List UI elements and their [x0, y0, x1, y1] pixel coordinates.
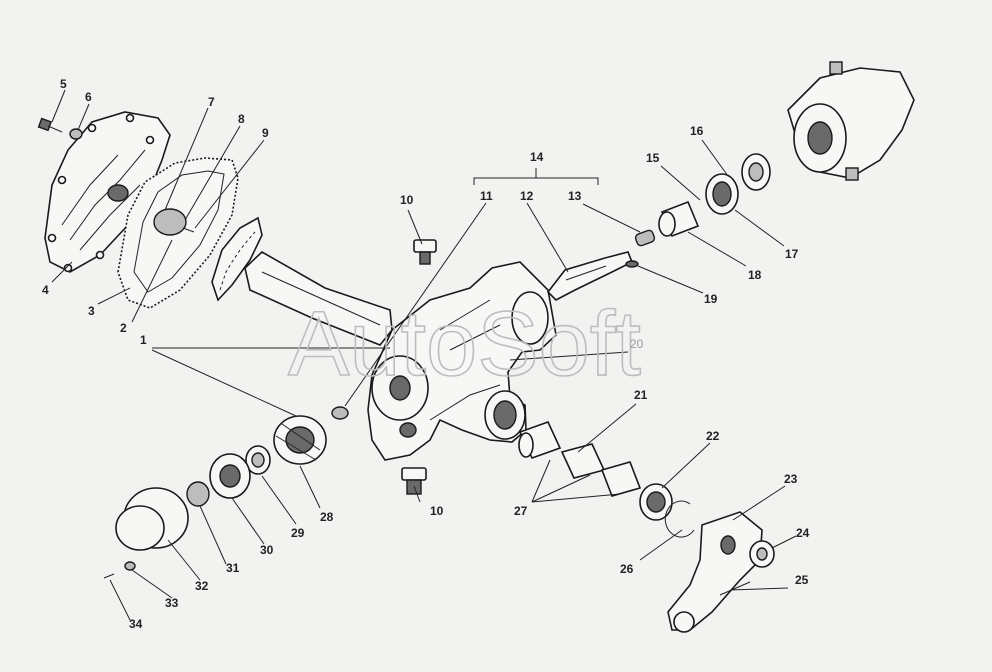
callout-18: 18 — [748, 268, 762, 282]
callout-15: 15 — [646, 151, 660, 165]
washer-6-part — [69, 128, 83, 140]
nut-31-part — [186, 481, 210, 507]
bushing-27b-part — [560, 443, 606, 479]
spring-13-part — [634, 229, 656, 247]
plug-2-part — [153, 208, 195, 236]
pin-19-part — [625, 260, 639, 268]
bushing-27c-part — [600, 461, 642, 497]
callout-1: 1 — [140, 333, 147, 347]
ring-29-part — [245, 445, 271, 475]
callout-13: 13 — [568, 189, 582, 203]
castle-nut-24-part — [749, 540, 775, 568]
callout-21: 21 — [634, 388, 648, 402]
watermark-brand: AutoSoft — [288, 293, 641, 395]
callout-23: 23 — [784, 472, 798, 486]
pitman-arm-part — [667, 511, 763, 633]
callout-7: 7 — [208, 95, 215, 109]
snap-ring-26-part — [664, 500, 695, 538]
washer-33-part — [124, 561, 136, 571]
valve-body-part — [787, 61, 915, 181]
callout-29: 29 — [291, 526, 305, 540]
callout-8: 8 — [238, 112, 245, 126]
callout-14: 14 — [530, 150, 544, 164]
bearing-30-part — [209, 453, 251, 499]
washer-16-part — [741, 153, 771, 191]
seal-22-part — [639, 483, 673, 521]
callout-25: 25 — [795, 573, 809, 587]
steering-gear-housing-part — [367, 261, 557, 461]
boot-28-part — [273, 415, 327, 465]
callout-20: 20 — [630, 337, 644, 351]
callout-31: 31 — [226, 561, 240, 575]
screw-11-part — [331, 406, 349, 420]
callout-16: 16 — [690, 124, 704, 138]
callout-19: 19 — [704, 292, 718, 306]
callout-6: 6 — [85, 90, 92, 104]
callout-11: 11 — [480, 189, 493, 203]
plug-10-top-part — [413, 239, 437, 265]
callout-34: 34 — [129, 617, 143, 631]
callout-10-bottom: 10 — [430, 504, 444, 518]
bushing-18-part — [658, 200, 700, 238]
callout-5: 5 — [60, 77, 67, 91]
callout-32: 32 — [195, 579, 209, 593]
seal-17-part — [705, 173, 739, 215]
bushing-27a-part — [518, 421, 562, 459]
callout-33: 33 — [165, 596, 179, 610]
leader-lines — [51, 89, 797, 621]
callout-17: 17 — [785, 247, 799, 261]
callout-22: 22 — [706, 429, 720, 443]
callout-24: 24 — [796, 526, 810, 540]
callout-10-top: 10 — [400, 193, 414, 207]
plug-10-bottom-part — [401, 467, 427, 495]
cotter-pin-25-part — [719, 581, 751, 596]
bolt-5-part — [37, 117, 63, 133]
callout-labels: 5 6 7 8 9 4 3 2 1 10 10 11 12 13 14 15 1… — [42, 77, 810, 631]
cap-gasket-part — [115, 487, 189, 551]
callout-3: 3 — [88, 304, 95, 318]
callout-4: 4 — [42, 283, 49, 297]
side-cover-part — [44, 111, 171, 273]
callout-26: 26 — [620, 562, 634, 576]
callout-30: 30 — [260, 543, 274, 557]
callout-27: 27 — [514, 504, 528, 518]
callout-12: 12 — [520, 189, 534, 203]
callout-9: 9 — [262, 126, 269, 140]
sector-shaft-part — [211, 216, 393, 346]
bolt-34-part — [103, 573, 115, 579]
callout-2: 2 — [120, 321, 127, 335]
callout-28: 28 — [320, 510, 334, 524]
